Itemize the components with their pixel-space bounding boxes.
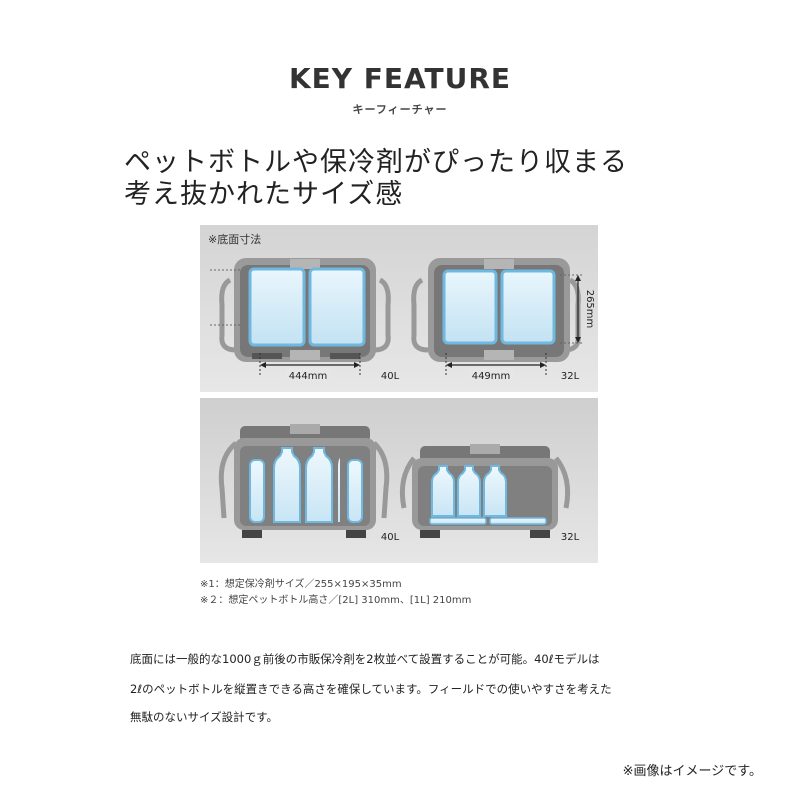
footnote-bottle-height: ※２：想定ペットボトル高さ／[2L] 310mm、[1L] 210mm bbox=[200, 595, 472, 606]
bottom-dimension-illustration: ※底面寸法 444mm 40L bbox=[200, 225, 598, 392]
cooler-top-view-svg: ※底面寸法 444mm 40L bbox=[208, 232, 595, 382]
headline-line-2: 考え抜かれたサイズ感 bbox=[124, 179, 404, 210]
cooler-40l-side-view bbox=[218, 424, 390, 538]
image-disclaimer: ※画像はイメージです。 bbox=[622, 764, 762, 779]
width-label-32l: 449mm bbox=[472, 371, 511, 382]
model-label-40l: 40L bbox=[381, 371, 400, 382]
bottle-icon bbox=[305, 447, 333, 523]
ice-pack-icon bbox=[500, 269, 556, 345]
model-label-40l-side: 40L bbox=[381, 532, 400, 543]
cooler-32l-top-view bbox=[411, 258, 581, 362]
cooler-32l-side-view bbox=[399, 444, 571, 538]
width-label-40l: 444mm bbox=[289, 371, 328, 382]
headline-line-1: ペットボトルや保冷剤がぴったり収まる bbox=[124, 147, 628, 178]
description-line-3: 無駄のないサイズ設計です。 bbox=[130, 710, 279, 724]
bottle-icon bbox=[483, 465, 507, 517]
section-title: KEY FEATURE bbox=[288, 62, 512, 95]
section-subtitle: キーフィーチャー bbox=[352, 103, 448, 116]
ice-pack-icon bbox=[308, 267, 366, 347]
caption-bottom-dimension: ※底面寸法 bbox=[208, 232, 261, 246]
bottle-icon bbox=[457, 465, 481, 517]
ice-pack-icon bbox=[248, 267, 306, 347]
cooler-40l-top-view bbox=[219, 258, 391, 362]
ice-pack-icon bbox=[442, 269, 498, 345]
bottle-fit-illustration: 40L 32L bbox=[200, 398, 598, 563]
description-line-2: 2ℓのペットボトルを縦置きできる高さを確保しています。フィールドでの使いやすさを… bbox=[130, 682, 612, 696]
model-label-32l: 32L bbox=[561, 371, 580, 382]
model-label-32l-side: 32L bbox=[561, 532, 580, 543]
bottle-icon bbox=[273, 447, 301, 523]
height-label: 265mm bbox=[584, 290, 595, 329]
cooler-side-view-svg: 40L 32L bbox=[218, 424, 580, 543]
footnote-ice-pack-size: ※1：想定保冷剤サイズ／255×195×35mm bbox=[200, 579, 402, 590]
description-line-1: 底面には一般的な1000ｇ前後の市販保冷剤を2枚並べて設置することが可能。40ℓ… bbox=[130, 652, 600, 666]
bottle-icon bbox=[431, 465, 455, 517]
